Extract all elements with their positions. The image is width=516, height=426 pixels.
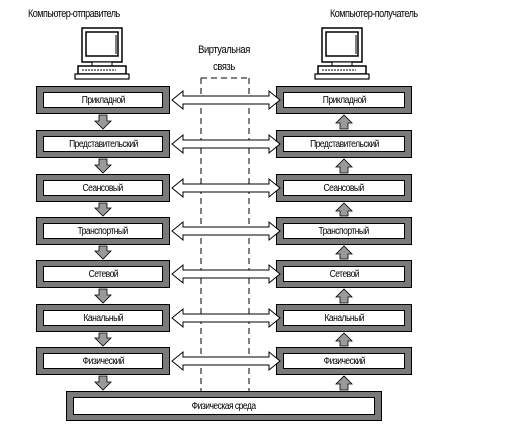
receiver-layer-transport: Транспортный xyxy=(276,217,412,245)
layer-label: Физический xyxy=(82,355,124,367)
layer-label: Транспортный xyxy=(318,225,370,237)
layer-label: Представительский xyxy=(68,138,138,150)
physical-medium: Физическая среда xyxy=(66,391,382,421)
double-arrow-icon xyxy=(171,177,281,199)
sender-layer-physical: Физический xyxy=(36,347,170,375)
layer-label: Сетевой xyxy=(329,268,359,280)
layer-label: Физический xyxy=(323,355,365,367)
double-arrow-icon xyxy=(171,89,281,111)
receiver-computer-icon xyxy=(314,27,370,80)
double-arrow-icon xyxy=(171,263,281,285)
sender-layer-application: Прикладной xyxy=(36,86,170,114)
receiver-layer-session: Сеансовый xyxy=(276,174,412,202)
sender-layer-presentation: Представительский xyxy=(36,130,170,158)
sender-layer-network: Сетевой xyxy=(36,260,170,288)
physical-medium-label: Физическая среда xyxy=(192,400,256,412)
receiver-layer-presentation: Представительский xyxy=(276,130,412,158)
sender-computer-icon xyxy=(74,27,130,80)
double-arrow-icon xyxy=(171,220,281,242)
sender-title: Компьютер-отправитель xyxy=(28,8,120,20)
virtual-link-line1: Виртуальная xyxy=(198,44,250,56)
layer-label: Представительский xyxy=(309,138,379,150)
layer-label: Канальный xyxy=(83,312,123,324)
layer-label: Сеансовый xyxy=(82,182,124,194)
double-arrow-icon xyxy=(171,350,281,372)
sender-layer-session: Сеансовый xyxy=(36,174,170,202)
virtual-link-label: Виртуальная связь xyxy=(190,42,258,76)
virtual-link-line2: связь xyxy=(213,61,235,73)
layer-label: Прикладной xyxy=(81,94,125,106)
double-arrow-icon xyxy=(171,307,281,329)
layer-label: Канальный xyxy=(324,312,364,324)
sender-layer-transport: Транспортный xyxy=(36,217,170,245)
layer-label: Транспортный xyxy=(77,225,129,237)
layer-label: Сеансовый xyxy=(323,182,365,194)
receiver-title: Компьютер-получатель xyxy=(330,8,418,20)
receiver-layer-physical: Физический xyxy=(276,347,412,375)
receiver-layer-network: Сетевой xyxy=(276,260,412,288)
receiver-layer-datalink: Канальный xyxy=(276,304,412,332)
layer-label: Сетевой xyxy=(88,268,118,280)
sender-layer-datalink: Канальный xyxy=(36,304,170,332)
receiver-layer-application: Прикладной xyxy=(276,86,412,114)
layer-label: Прикладной xyxy=(322,94,366,106)
double-arrow-icon xyxy=(171,133,281,155)
